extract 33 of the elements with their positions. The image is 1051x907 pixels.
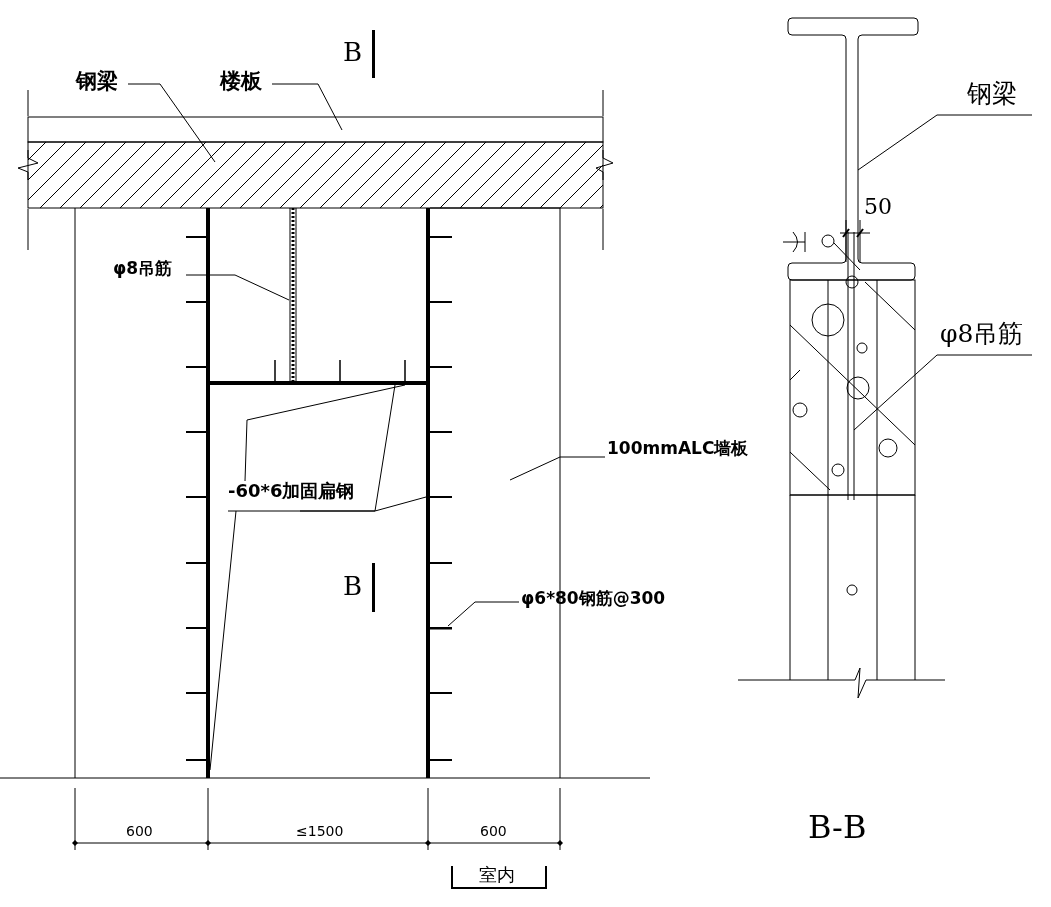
section-mark-letter: B bbox=[343, 38, 363, 67]
part-label: 楼板 bbox=[220, 70, 262, 94]
part-label: 钢梁 bbox=[76, 70, 118, 94]
part-label: -60*6加固扁钢 bbox=[228, 481, 355, 501]
dimension-text: 600 bbox=[126, 824, 153, 840]
leader-line bbox=[209, 510, 237, 771]
part-label: φ8吊筋 bbox=[113, 259, 173, 278]
flat-steel-bar bbox=[206, 208, 210, 778]
leader-line bbox=[244, 384, 406, 482]
leader-line bbox=[857, 114, 1033, 171]
part-label: 钢梁 bbox=[967, 80, 1017, 108]
i-beam-drawing bbox=[787, 17, 919, 281]
part-label: φ8吊筋 bbox=[940, 320, 1024, 348]
leader-line bbox=[127, 83, 216, 163]
part-label: φ6*80钢筋@300 bbox=[521, 589, 666, 608]
steel-beam bbox=[17, 141, 614, 209]
part-label: 100mmALC墙板 bbox=[607, 439, 749, 458]
dimension-text: 600 bbox=[480, 824, 507, 840]
leader-line bbox=[853, 354, 1033, 431]
dimension-text: 50 bbox=[864, 195, 892, 220]
leader-line bbox=[447, 601, 520, 627]
room-label: 室内 bbox=[479, 865, 515, 885]
section-title: B-B bbox=[808, 810, 867, 846]
leader-line bbox=[271, 83, 343, 131]
dimension-text: ≤1500 bbox=[296, 824, 344, 840]
floor-slab bbox=[27, 116, 604, 143]
section-mark-letter: B bbox=[343, 572, 363, 601]
leader-line bbox=[185, 274, 290, 301]
leader-line bbox=[509, 456, 606, 481]
flat-steel-bar bbox=[426, 208, 430, 778]
hanger-rod bbox=[847, 231, 855, 501]
hanger-rod bbox=[289, 207, 297, 384]
leader-line bbox=[227, 496, 427, 512]
